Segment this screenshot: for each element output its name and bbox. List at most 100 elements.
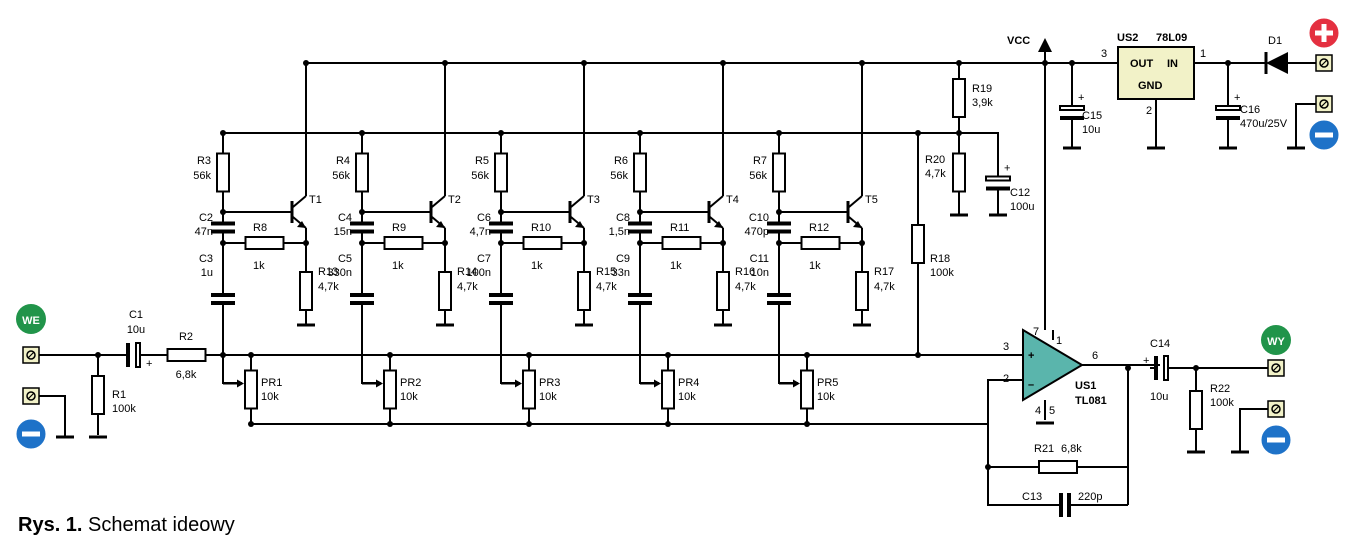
- junction-dot: [220, 130, 226, 136]
- terminal-output: [1267, 359, 1285, 377]
- label: C9: [616, 253, 630, 265]
- label: T4: [726, 194, 739, 206]
- resistor-r7: [772, 152, 786, 193]
- label: R8: [253, 222, 267, 234]
- capacitor-c2: [211, 221, 235, 234]
- capacitor-c8: [628, 221, 652, 234]
- label: R6: [614, 155, 628, 167]
- label: 6: [1092, 350, 1098, 362]
- label: PR5: [817, 377, 838, 389]
- capacitor-c10: [767, 221, 791, 234]
- label: C11: [750, 253, 769, 265]
- label: 220p: [1078, 491, 1102, 503]
- label: +: [1143, 355, 1149, 367]
- label: C8: [616, 212, 630, 224]
- label: 56k: [610, 170, 628, 182]
- label: 4,7k: [318, 281, 339, 293]
- label: C2: [199, 212, 213, 224]
- terminal-ground-output: [1267, 400, 1285, 418]
- ground-badge-output: [1260, 424, 1292, 456]
- resistor-r13: [299, 271, 313, 311]
- label: 10k: [817, 391, 835, 403]
- junction-dot: [915, 352, 921, 358]
- label: R7: [753, 155, 767, 167]
- label: R11: [670, 222, 689, 234]
- label: R19: [972, 83, 992, 95]
- junction-dot: [776, 209, 782, 215]
- label: 1u: [201, 267, 213, 279]
- resistor-r11: [661, 236, 702, 250]
- resistor-r14: [438, 271, 452, 311]
- label: D1: [1268, 35, 1282, 47]
- label: PR1: [261, 377, 282, 389]
- junction-dot: [387, 421, 393, 427]
- resistor-r9: [383, 236, 424, 250]
- label: PR3: [539, 377, 560, 389]
- label: R2: [179, 331, 193, 343]
- label: C1: [129, 309, 143, 321]
- junction-dot: [859, 240, 865, 246]
- capacitor-c4: [350, 221, 374, 234]
- label: 100u: [1010, 201, 1034, 213]
- junction-dot: [387, 352, 393, 358]
- terminal-input: [22, 346, 40, 364]
- label: R16: [735, 266, 755, 278]
- capacitor-c6: [489, 221, 513, 234]
- label: 1,5n: [609, 226, 630, 238]
- junction-dot: [220, 209, 226, 215]
- junction-dot: [442, 240, 448, 246]
- junction-dot: [985, 464, 991, 470]
- potentiometer-pr5-wiper: [779, 379, 800, 388]
- capacitor-c12: [985, 175, 1011, 191]
- transistor-t3: [568, 195, 585, 229]
- label: 4: [1035, 405, 1041, 417]
- wire: [639, 355, 659, 384]
- label: 78L09: [1156, 32, 1187, 44]
- label: 100n: [467, 267, 491, 279]
- junction-dot: [1069, 60, 1075, 66]
- label: 10n: [751, 267, 769, 279]
- label: R20: [925, 154, 945, 166]
- junction-dot: [526, 352, 532, 358]
- label: R21: [1034, 443, 1054, 455]
- label: 56k: [193, 170, 211, 182]
- junction-dot: [220, 240, 226, 246]
- junction-dot: [248, 421, 254, 427]
- capacitor-c13: [1059, 493, 1071, 517]
- wire: [1295, 103, 1316, 148]
- label: GND: [1138, 80, 1163, 92]
- junction-dot: [498, 209, 504, 215]
- resistor-r3: [216, 152, 230, 193]
- potentiometer-pr5: [800, 369, 814, 410]
- label: 3: [1101, 48, 1107, 60]
- label: R3: [197, 155, 211, 167]
- label: 10k: [678, 391, 696, 403]
- capacitor-c11: [767, 293, 791, 305]
- wires: [39, 52, 1316, 506]
- junction-dot: [1125, 365, 1131, 371]
- resistor-r5: [494, 152, 508, 193]
- label: 1: [1056, 335, 1062, 347]
- label: 470u/25V: [1240, 118, 1288, 130]
- vcc-label: VCC: [1007, 35, 1030, 47]
- label: 2: [1003, 373, 1009, 385]
- junction-dot: [442, 60, 448, 66]
- label: T5: [865, 194, 878, 206]
- supply-plus-badge: [1308, 17, 1340, 49]
- junction-dot: [637, 130, 643, 136]
- terminal-supply-plus: [1315, 54, 1333, 72]
- label: C7: [477, 253, 491, 265]
- label: PR2: [400, 377, 421, 389]
- label: 4,7k: [457, 281, 478, 293]
- supply-minus-badge: [1308, 119, 1340, 151]
- label: 2: [1146, 105, 1152, 117]
- label: TL081: [1075, 395, 1107, 407]
- label: 330n: [328, 267, 352, 279]
- junction-dot: [498, 130, 504, 136]
- junction-dot: [665, 352, 671, 358]
- label: 4,7k: [735, 281, 756, 293]
- transistor-t1: [290, 195, 307, 229]
- label: R1: [112, 389, 126, 401]
- components: [15, 17, 1340, 517]
- junction-dot: [776, 130, 782, 136]
